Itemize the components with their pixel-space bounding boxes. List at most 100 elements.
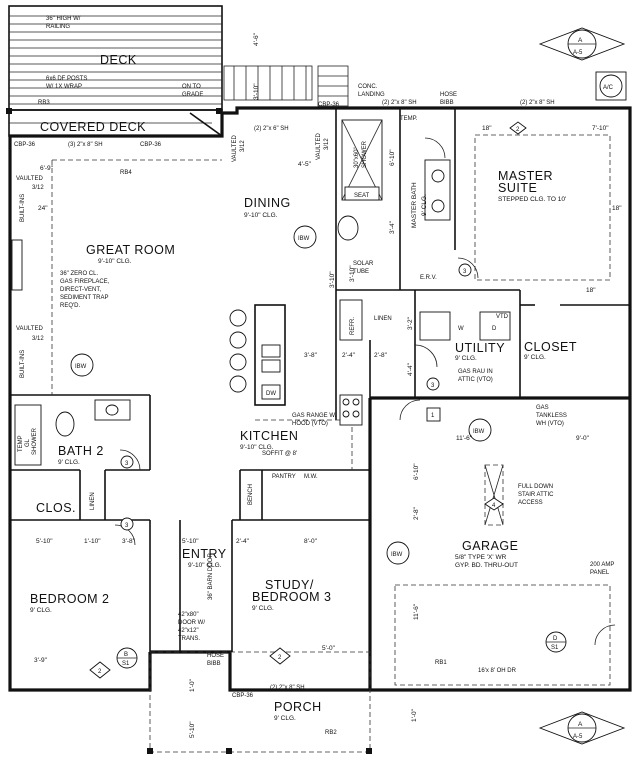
note-linen: LINEN xyxy=(374,316,392,322)
kitchen-island xyxy=(229,304,286,406)
kitchen-clg: 9'-10" CLG. xyxy=(240,444,274,451)
note-fireplace: 36" ZERO CL. xyxy=(60,271,98,277)
door-tag: 3 xyxy=(125,523,129,529)
note-entry-door: 42"x80" xyxy=(178,612,199,618)
note-header: (2) 2"x 8" SH xyxy=(270,685,305,691)
dashed-features xyxy=(51,134,611,686)
note-garage-door: 16'x 8' OH DR xyxy=(478,668,517,674)
post xyxy=(147,748,153,754)
note-fireplace: REQ'D. xyxy=(60,303,80,309)
note-range: GAS RANGE W/ xyxy=(292,413,337,419)
note-pitch: 3/12 xyxy=(32,336,44,342)
dim: 6'-10" xyxy=(413,463,420,480)
note-pitch: 3/12 xyxy=(240,140,246,152)
note-hose-bibb: BIBB xyxy=(207,661,221,667)
room-bath-2: BATH 2 xyxy=(58,444,104,458)
study-clg: 9' CLG. xyxy=(252,605,274,612)
section-sheet: A-5 xyxy=(573,734,583,740)
post xyxy=(6,108,12,114)
dim: 2'-8" xyxy=(374,352,388,359)
window-tag: 2 xyxy=(278,655,282,661)
window-tags: 2 2 2 xyxy=(89,121,527,679)
dim: 5'-10" xyxy=(182,538,199,545)
dim: 3'-10" xyxy=(329,271,336,288)
room-master-2: SUITE xyxy=(498,181,537,195)
note-entry-door: TRANS. xyxy=(178,636,200,642)
note-landing: CONC. xyxy=(358,84,378,90)
dim: 3'-8" xyxy=(304,352,318,359)
note-entry-door: DOOR W/ xyxy=(178,620,205,626)
porch-clg: 9' CLG. xyxy=(274,715,296,722)
dim: 11'-6" xyxy=(456,435,473,442)
note-water-heater: TANKLESS xyxy=(536,413,567,419)
note-linen: LINEN xyxy=(90,492,96,510)
utility-clg: 9' CLG. xyxy=(455,355,477,362)
dim: 7'-10" xyxy=(592,125,609,132)
note-attic: ACCESS xyxy=(518,500,543,506)
door-tag: 1 xyxy=(431,413,435,419)
note-header: (2) 2"x 8" SH xyxy=(382,100,417,106)
room-master-1: MASTER xyxy=(498,169,553,183)
note-hose-bibb: HOSE xyxy=(440,92,457,98)
bath-2-clg: 9' CLG. xyxy=(58,459,80,466)
room-clos: CLOS. xyxy=(36,501,76,515)
note-builtins: BUILT-INS xyxy=(20,194,26,222)
section-marker-top: A A-5 xyxy=(538,27,626,61)
room-garage: GARAGE xyxy=(462,539,519,553)
room-great-room: GREAT ROOM xyxy=(86,243,175,257)
note-vaulted: VAULTED xyxy=(16,176,43,182)
note-tub: GL xyxy=(25,438,31,447)
ibw-marker xyxy=(293,225,317,249)
note-water-heater: GAS xyxy=(536,405,549,411)
entry-clg: 9'-10" CLG. xyxy=(188,562,222,569)
note-tub: TEMP xyxy=(18,435,24,452)
room-study-2: BEDROOM 3 xyxy=(252,590,332,604)
dimensions: 4'-6" 3'-10" 6'-9" 4'-5" 24" 18" 18" 18"… xyxy=(34,32,622,738)
note-posts: W/ 1X WRAP xyxy=(46,84,82,90)
ibw-marker xyxy=(386,541,410,565)
garage-note-1: 5/8" TYPE 'X' WR xyxy=(455,554,507,561)
dim: 24" xyxy=(38,205,48,212)
post xyxy=(366,748,372,754)
dim: 4'-6" xyxy=(253,32,260,46)
note-panel: 200 AMP xyxy=(590,562,614,568)
note-railing: RAILING xyxy=(46,24,70,30)
range xyxy=(339,394,363,426)
door-tag: 4 xyxy=(492,503,496,509)
note-vtd: VTD xyxy=(496,314,509,320)
deck-boards xyxy=(9,15,222,105)
post xyxy=(216,108,222,114)
master-clg: STEPPED CLG. TO 10' xyxy=(498,196,566,203)
note-pantry: PANTRY xyxy=(272,474,296,480)
room-labels: DECK COVERED DECK DINING 9'-10" CLG. GRE… xyxy=(30,53,577,722)
note-temp: TEMP. xyxy=(400,116,418,122)
dim: 18" xyxy=(612,205,622,212)
detail-marker-d: D S1 xyxy=(545,631,567,653)
note-rb1: RB1 xyxy=(435,660,447,666)
dim: 18" xyxy=(482,125,492,132)
note-posts: 6x6 DF POSTS xyxy=(46,76,87,82)
note-dw: DW xyxy=(266,391,276,397)
dim: 5'-10" xyxy=(189,721,196,738)
note-mw: M.W. xyxy=(304,474,318,480)
master-bath-clg: 9' CLG. xyxy=(421,194,428,216)
dim: 3'-8" xyxy=(122,538,136,545)
room-porch: PORCH xyxy=(274,700,322,714)
dryer xyxy=(479,311,511,341)
note-solar: SOLAR xyxy=(353,261,374,267)
dim: 1'-10" xyxy=(84,538,101,545)
ibw-label: IBW xyxy=(298,236,310,242)
note-cbp36: CBP-36 xyxy=(232,693,254,699)
note-range: HOOD (VTO) xyxy=(292,421,328,427)
note-fireplace: DIRECT-VENT, xyxy=(60,287,101,293)
note-rb3: RB3 xyxy=(38,100,50,106)
toilet xyxy=(337,215,359,241)
dim: 4'-5" xyxy=(298,161,312,168)
dim: 1'-0" xyxy=(411,708,418,722)
note-builtins: BUILT-INS xyxy=(20,350,26,378)
note-bench: BENCH xyxy=(248,484,254,505)
refrigerator xyxy=(339,299,363,341)
ibw-marker xyxy=(468,418,492,442)
room-dining: DINING xyxy=(244,196,291,210)
